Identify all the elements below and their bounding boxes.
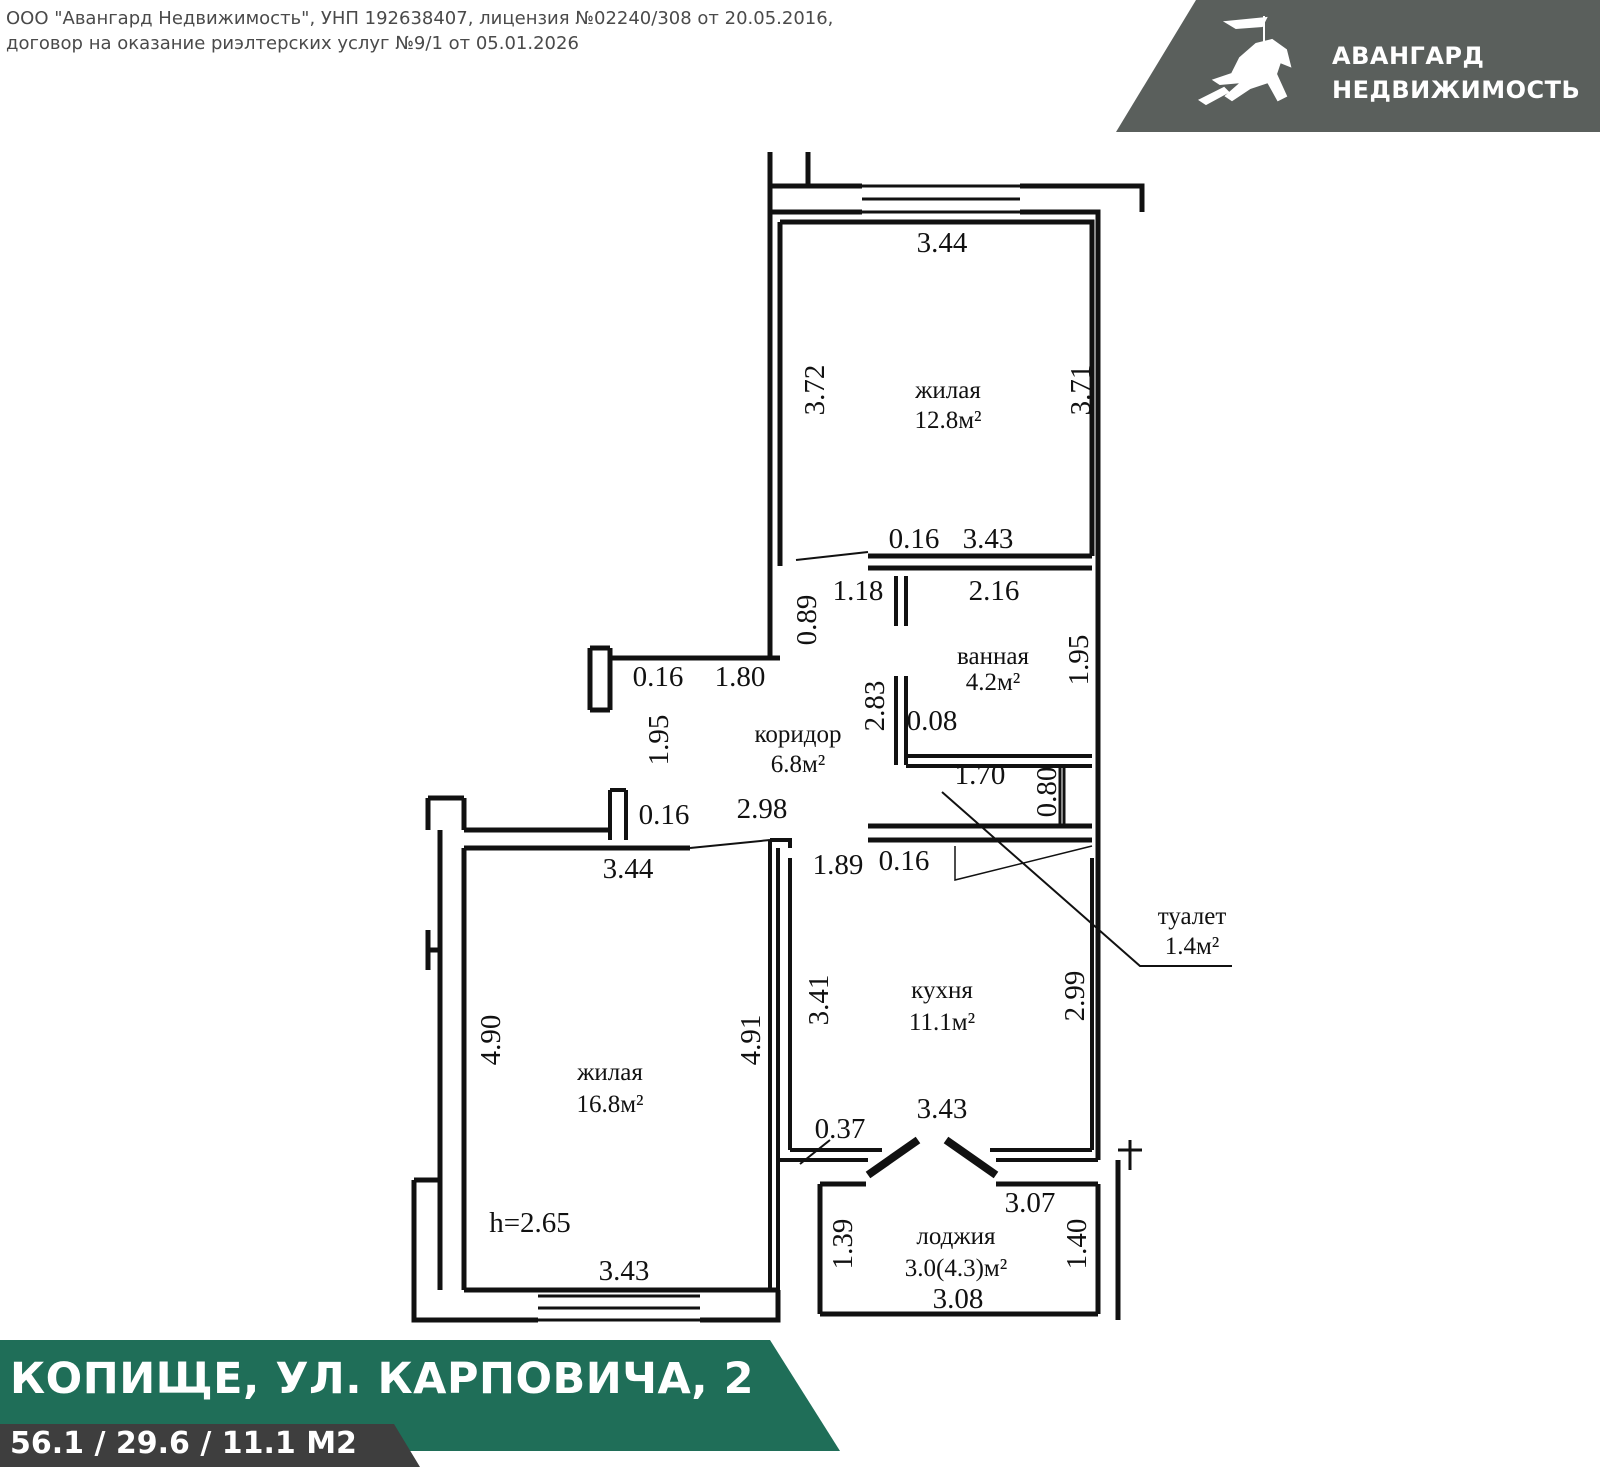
- window-top: [862, 184, 1020, 214]
- logo-box: [1116, 0, 1600, 132]
- dim-0-16-d: 0.16: [879, 845, 930, 877]
- dim-0-08: 0.08: [907, 705, 958, 737]
- room-bathroom-name: ванная: [957, 643, 1029, 670]
- wall-toilet-bottom: [868, 823, 1092, 843]
- room-toilet-area: 1.4м²: [1165, 933, 1220, 960]
- dim-1-95-corridor: 1.95: [643, 715, 675, 766]
- wall-lower-room-bottom: [411, 1177, 781, 1323]
- leader-door-mid: [689, 839, 771, 849]
- window-bottom: [538, 1294, 700, 1322]
- wall-entrance: [608, 788, 628, 840]
- dim-0-80: 0.80: [1031, 767, 1063, 818]
- dim-1-95-bath: 1.95: [1063, 635, 1095, 686]
- room-corridor-area: 6.8м²: [771, 751, 826, 778]
- wall-top-room-inner: [767, 212, 1095, 628]
- dim-2-98: 2.98: [737, 793, 788, 825]
- toilet-fixture: [954, 845, 1093, 881]
- dim-3-71: 3.71: [1065, 365, 1097, 416]
- dim-4-90: 4.90: [475, 1015, 507, 1066]
- room-living-top-name: жилая: [914, 377, 981, 404]
- dim-1-70: 1.70: [955, 759, 1006, 791]
- dim-0-89: 0.89: [791, 595, 823, 646]
- address-banner: [0, 1340, 840, 1451]
- dim-3-43-a: 3.43: [963, 523, 1014, 555]
- leader-lines: [689, 551, 1232, 1165]
- dim-0-16-c: 0.16: [639, 799, 690, 831]
- dim-0-16-b: 0.16: [633, 661, 684, 693]
- areas-band: [0, 1424, 420, 1467]
- brand-name-line1: АВАНГАРД: [1332, 42, 1485, 70]
- leader-loggia: [799, 1139, 831, 1165]
- room-corridor-name: коридор: [755, 721, 842, 748]
- dim-3-43-b: 3.43: [917, 1093, 968, 1125]
- room-kitchen-area: 11.1м²: [909, 1009, 975, 1036]
- dim-3-07: 3.07: [1005, 1187, 1056, 1219]
- wall-bath-left-low: [894, 676, 908, 765]
- wall-right-break: [1118, 1140, 1142, 1170]
- ceiling-height-label: h=2.65: [489, 1207, 571, 1239]
- dim-1-80: 1.80: [715, 661, 766, 693]
- brand-name-line2: НЕДВИЖИМОСТЬ: [1332, 76, 1581, 104]
- legal-notice: ООО "Авангард Недвижимость", УНП 1926384…: [6, 6, 833, 56]
- dim-0-16-a: 0.16: [889, 523, 940, 555]
- room-kitchen-name: кухня: [911, 977, 973, 1004]
- dim-2-83: 2.83: [859, 681, 891, 732]
- leader-door-top: [795, 551, 869, 561]
- room-labels: жилая 12.8м² ванная 4.2м² коридор 6.8м² …: [489, 377, 1226, 1282]
- wall-top-room: [767, 152, 1145, 1160]
- dim-3-44-top: 3.44: [917, 227, 968, 259]
- room-loggia-name: лоджия: [916, 1223, 996, 1250]
- dim-3-72: 3.72: [799, 365, 831, 416]
- wall-kitchen: [788, 858, 1094, 1152]
- wall-bath-top: [868, 553, 1092, 571]
- dim-1-39: 1.39: [827, 1219, 859, 1270]
- dim-1-40: 1.40: [1061, 1219, 1093, 1270]
- leader-toilet: [941, 791, 1232, 967]
- room-toilet-name: туалет: [1158, 903, 1227, 930]
- wall-bath-left: [894, 576, 908, 626]
- wall-kitchen-door: [865, 1136, 999, 1179]
- room-living-top-area: 12.8м²: [914, 407, 981, 434]
- legal-line-2: договор на оказание риэлтерских услуг №9…: [6, 33, 579, 54]
- dim-3-44-mid: 3.44: [603, 853, 654, 885]
- room-bathroom-area: 4.2м²: [966, 669, 1021, 696]
- wall-lower-room: [425, 795, 690, 1290]
- wall-loggia: [817, 1160, 1121, 1320]
- room-living-bottom-area: 16.8м²: [576, 1091, 643, 1118]
- wall-corridor-left: [587, 628, 780, 713]
- walls: [411, 152, 1145, 1323]
- dim-3-43-c: 3.43: [599, 1255, 650, 1287]
- room-loggia-area: 3.0(4.3)м²: [905, 1255, 1007, 1282]
- dim-4-91: 4.91: [735, 1015, 767, 1066]
- wall-lower-room-right: [768, 838, 792, 1290]
- dim-1-18: 1.18: [833, 575, 884, 607]
- dim-2-99: 2.99: [1059, 971, 1091, 1022]
- area-summary: 56.1 / 29.6 / 11.1 М2: [10, 1426, 357, 1461]
- legal-line-1: ООО "Авангард Недвижимость", УНП 1926384…: [6, 8, 834, 29]
- dim-1-89: 1.89: [813, 849, 864, 881]
- room-living-bottom-name: жилая: [576, 1059, 643, 1086]
- dim-0-37: 0.37: [815, 1113, 866, 1145]
- knight-on-horse-icon: [1198, 16, 1292, 106]
- dim-2-16: 2.16: [969, 575, 1020, 607]
- dimension-labels: 3.44 3.72 3.71 0.16 3.43 1.18 2.16 0.89 …: [475, 227, 1097, 1315]
- dim-3-41: 3.41: [803, 975, 835, 1026]
- wall-toilet-right: [1058, 766, 1066, 826]
- dim-3-08: 3.08: [933, 1283, 984, 1315]
- address-title: КОПИЩЕ, УЛ. КАРПОВИЧА, 2: [10, 1354, 755, 1404]
